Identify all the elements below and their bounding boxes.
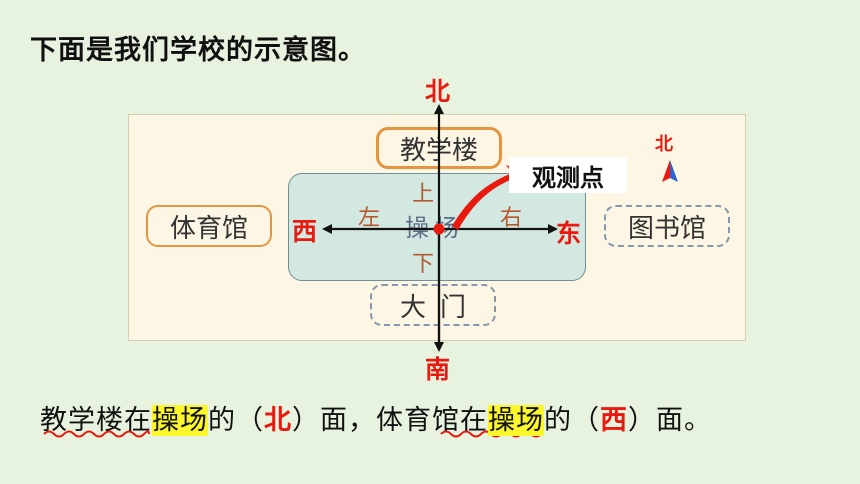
answer-west: 西 — [600, 405, 628, 436]
sentence-part: 的（ — [544, 405, 600, 436]
highlight-playground: 操场 — [488, 405, 544, 436]
wavy-underline-1 — [43, 430, 150, 438]
answer-sentence: 教学楼在操场的（北）面，体育馆在操场的（西）面。 — [40, 398, 712, 437]
sentence-part: 在 — [460, 405, 488, 436]
east-label: 东 — [556, 219, 582, 248]
observation-point-label: 观测点 — [509, 157, 627, 193]
sentence-part: ）面。 — [628, 405, 712, 436]
sentence-part: 体育馆 — [376, 405, 460, 436]
page-heading: 下面是我们学校的示意图。 — [30, 35, 366, 66]
gate-building: 大门 — [370, 284, 496, 326]
down-label: 下 — [412, 252, 435, 277]
compass-icon — [662, 160, 678, 182]
south-label: 南 — [425, 355, 451, 384]
right-label: 右 — [500, 206, 523, 231]
sentence-part: 在 — [124, 405, 152, 436]
answer-north: 北 — [264, 405, 292, 436]
sentence-part: 的（ — [208, 405, 264, 436]
library-building: 图书馆 — [604, 205, 730, 247]
gym-building: 体育馆 — [146, 205, 272, 247]
up-label: 上 — [412, 182, 435, 207]
highlight-playground: 操场 — [152, 405, 208, 436]
north-label: 北 — [425, 77, 451, 106]
west-label: 西 — [292, 217, 318, 246]
observation-arrow — [452, 165, 524, 230]
observation-point-dot — [433, 223, 445, 235]
compass-north-label: 北 — [655, 134, 673, 155]
sentence-part: ）面， — [292, 405, 376, 436]
sentence-part: 教学楼 — [40, 405, 124, 436]
left-label: 左 — [358, 206, 381, 231]
